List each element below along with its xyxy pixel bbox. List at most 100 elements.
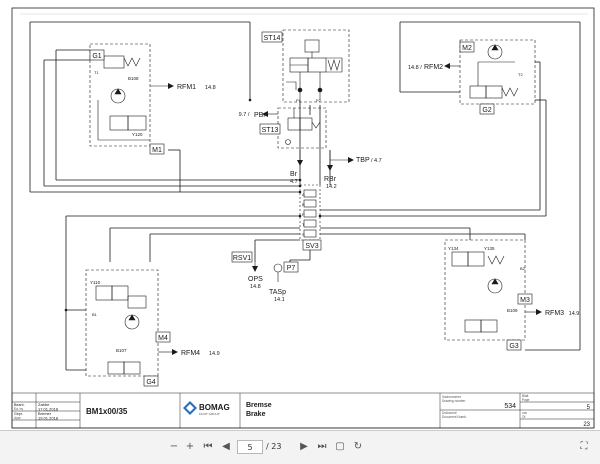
tbp-label: TBP bbox=[356, 157, 370, 164]
rfm3-label: RFM3 bbox=[545, 310, 564, 317]
m3-label: M3 bbox=[520, 297, 530, 304]
doc-sub: Document Numb. bbox=[442, 415, 467, 419]
st14-label: ST14 bbox=[264, 35, 281, 42]
rfm1-ref: 14.8 bbox=[205, 85, 216, 91]
port-label: T2 bbox=[518, 72, 523, 77]
rfm1-label: RFM1 bbox=[177, 84, 196, 91]
bearb-date: 17.01.2018 bbox=[38, 407, 59, 412]
title-de: Bremse bbox=[246, 402, 272, 409]
rfm3-ref: 14.9 bbox=[569, 311, 580, 317]
y120-label: Y120 bbox=[132, 132, 143, 137]
fit-page-icon[interactable]: ▢ bbox=[335, 441, 345, 452]
m4-label: M4 bbox=[158, 335, 168, 342]
bomag-logo-sub: FAYAT GROUP bbox=[199, 412, 220, 416]
g3-tag bbox=[506, 339, 522, 351]
rfm2-ref: 14.8 / bbox=[408, 65, 422, 71]
rbr-arrow bbox=[327, 165, 333, 171]
b109-label: B109 bbox=[507, 308, 518, 313]
st13-tag bbox=[259, 123, 281, 135]
gepr-name: Bremer bbox=[38, 411, 52, 416]
port-label: A bbox=[302, 192, 305, 197]
port-label: P2 bbox=[316, 98, 322, 103]
tbp-ref: / 4.7 bbox=[371, 158, 382, 164]
rfm2-arrow bbox=[444, 63, 450, 69]
viewer-toolbar: − + ⏮ ◀ 5 / 23 ▶ ⏭ ▢ ↻ ⛶ bbox=[0, 430, 600, 464]
port-label: T bbox=[302, 222, 305, 227]
blatt-label: Blatt bbox=[522, 394, 528, 398]
next-page-icon[interactable]: ▶ bbox=[300, 441, 308, 452]
sach-sub: Drawing number bbox=[442, 399, 466, 403]
m2-tag bbox=[459, 41, 475, 53]
rsv1-tag bbox=[231, 251, 253, 263]
hydraulic-schematic: ST14 ST13 9.7 / PBr TBP / 4.7 Br 4.7 RBr bbox=[11, 7, 595, 429]
drawing-number: 534 bbox=[504, 403, 516, 410]
title-en: Brake bbox=[246, 411, 266, 418]
g1-tag bbox=[89, 49, 105, 61]
rfm4-arrow bbox=[172, 349, 178, 355]
von-label: von bbox=[522, 411, 527, 415]
y134-label: Y134 bbox=[448, 246, 459, 251]
fullscreen-icon[interactable]: ⛶ bbox=[580, 441, 588, 452]
port-label: B bbox=[302, 202, 305, 207]
b108-label: B108 bbox=[128, 76, 139, 81]
g4-tag bbox=[143, 375, 159, 387]
m1-tag bbox=[149, 143, 165, 155]
port-label: P1 bbox=[296, 98, 302, 103]
m1-label: M1 bbox=[152, 147, 162, 154]
br-arrow bbox=[297, 160, 303, 166]
bomag-logo: BOMAG bbox=[199, 403, 230, 412]
last-page-icon[interactable]: ⏭ bbox=[317, 441, 327, 452]
ops-arrow bbox=[252, 266, 258, 272]
port-label: P bbox=[302, 212, 305, 217]
port-label: B1 bbox=[92, 312, 98, 317]
zoom-out-icon[interactable]: − bbox=[169, 441, 179, 452]
m2-label: M2 bbox=[462, 45, 472, 52]
rbr-label: RBr bbox=[324, 176, 337, 183]
tbp-arrow bbox=[348, 157, 354, 163]
p7-tag bbox=[283, 261, 299, 273]
bomag-logo-icon bbox=[183, 401, 197, 415]
p7-sensor bbox=[273, 263, 283, 273]
pbr-ref: 9.7 / bbox=[239, 112, 250, 118]
page-total: / 23 bbox=[266, 442, 282, 451]
sach-label: Sachnummer bbox=[442, 395, 462, 399]
g3-label: G3 bbox=[509, 343, 518, 350]
title-block bbox=[11, 392, 595, 429]
first-page-icon[interactable]: ⏮ bbox=[203, 441, 213, 452]
port-label: S bbox=[302, 232, 305, 237]
br-ref: 4.7 bbox=[290, 179, 298, 185]
m4-tag bbox=[155, 331, 171, 343]
rotate-icon[interactable]: ↻ bbox=[353, 441, 363, 452]
von-value: 23 bbox=[583, 422, 590, 428]
sheet-border bbox=[11, 7, 595, 429]
g2-label: G2 bbox=[482, 107, 491, 114]
previous-page-icon[interactable]: ◀ bbox=[222, 441, 230, 452]
sv3-label: SV3 bbox=[305, 243, 318, 250]
rfm1-arrow bbox=[168, 83, 174, 89]
rfm4-ref: 14.9 bbox=[209, 351, 220, 357]
zoom-in-icon[interactable]: + bbox=[185, 441, 195, 452]
pbr-label: PBr bbox=[254, 112, 266, 119]
g2-tag bbox=[479, 103, 495, 115]
tasp-label: TASp bbox=[269, 289, 286, 296]
g1-label: G1 bbox=[92, 53, 101, 60]
tasp-ref: 14.1 bbox=[274, 297, 285, 303]
ops-label: OPS bbox=[248, 276, 263, 283]
rfm4-label: RFM4 bbox=[181, 350, 200, 357]
y135-label: Y135 bbox=[484, 246, 495, 251]
st14-tag bbox=[261, 31, 283, 43]
ops-ref: 14.8 bbox=[250, 284, 261, 290]
gepr-date: 19.01.2018 bbox=[38, 416, 59, 421]
m3-tag bbox=[517, 293, 533, 305]
st13-label: ST13 bbox=[262, 127, 279, 134]
page-number-input[interactable]: 5 bbox=[237, 440, 263, 454]
pbr-arrow bbox=[262, 111, 268, 117]
doc-label: Dokument bbox=[442, 411, 457, 415]
port-label: B2 bbox=[520, 266, 526, 271]
blatt-value: 5 bbox=[587, 405, 591, 411]
blatt-sub: Page bbox=[522, 398, 530, 402]
g4-label: G4 bbox=[146, 379, 155, 386]
rbr-ref: 14.2 bbox=[326, 184, 337, 190]
br-label: Br bbox=[290, 171, 298, 178]
